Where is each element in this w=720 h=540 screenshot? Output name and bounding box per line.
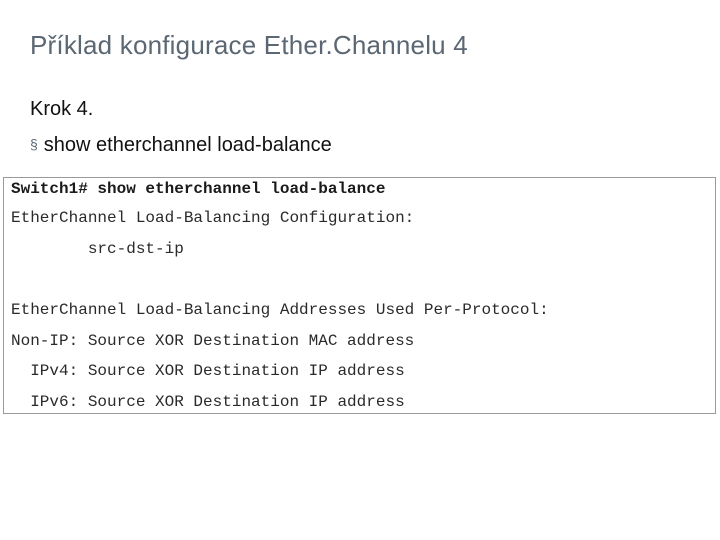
terminal-line: EtherChannel Load-Balancing Configuratio… [11, 209, 415, 227]
terminal-line: Non-IP: Source XOR Destination MAC addre… [11, 332, 415, 350]
step-label: Krok 4. [30, 98, 94, 120]
slide-title: Příklad konfigurace Ether.Channelu 4 [30, 30, 468, 60]
terminal-line: IPv4: Source XOR Destination IP address [11, 362, 405, 380]
terminal-line: EtherChannel Load-Balancing Addresses Us… [11, 301, 549, 319]
bullet-item: § show etherchannel load-balance [30, 134, 332, 157]
terminal-prompt: Switch1# [11, 180, 88, 198]
terminal-command: show etherchannel load-balance [87, 180, 386, 198]
terminal-line: IPv6: Source XOR Destination IP address [11, 393, 405, 411]
bullet-marker-icon: § [30, 136, 38, 152]
terminal-output: Switch1# show etherchannel load-balance … [3, 177, 716, 414]
terminal-command-line: Switch1# show etherchannel load-balance [11, 180, 385, 198]
bullet-text: show etherchannel load-balance [43, 134, 332, 156]
terminal-line: src-dst-ip [11, 240, 184, 258]
